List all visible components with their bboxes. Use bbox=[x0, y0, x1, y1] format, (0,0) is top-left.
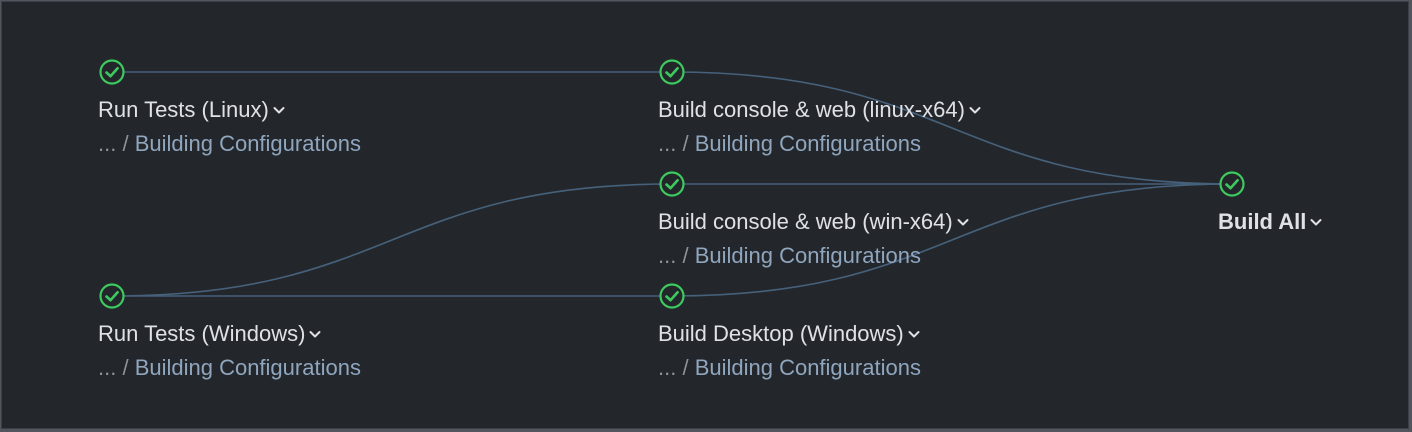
breadcrumb-link-building-configurations[interactable]: Building Configurations bbox=[694, 131, 921, 156]
edge-run-tests-windows-to-build-console-web-win bbox=[111, 183, 673, 297]
success-check-icon[interactable] bbox=[1219, 171, 1245, 197]
chevron-down-icon[interactable] bbox=[907, 327, 921, 341]
breadcrumb-prefix: ... / bbox=[98, 131, 135, 156]
chevron-down-icon[interactable] bbox=[968, 103, 982, 117]
breadcrumb-prefix: ... / bbox=[98, 355, 135, 380]
node-title-label: Run Tests (Linux) bbox=[98, 97, 269, 122]
edge-build-desktop-windows-to-build-all bbox=[671, 183, 1233, 297]
node-breadcrumb: ... / Building Configurations bbox=[658, 131, 921, 157]
node-title-label: Run Tests (Windows) bbox=[98, 321, 306, 346]
breadcrumb-prefix: ... / bbox=[658, 355, 695, 380]
success-check-icon[interactable] bbox=[99, 283, 125, 309]
node-title[interactable]: Build console & web (win-x64) bbox=[658, 209, 970, 235]
chevron-down-icon[interactable] bbox=[1309, 215, 1323, 229]
breadcrumb-prefix: ... / bbox=[658, 131, 695, 156]
node-title[interactable]: Run Tests (Windows) bbox=[98, 321, 322, 347]
node-title-label: Build All bbox=[1218, 209, 1307, 234]
breadcrumb-link-building-configurations[interactable]: Building Configurations bbox=[134, 355, 361, 380]
success-check-icon[interactable] bbox=[659, 171, 685, 197]
node-title-label: Build console & web (linux-x64) bbox=[658, 97, 965, 122]
node-title[interactable]: Build Desktop (Windows) bbox=[658, 321, 921, 347]
breadcrumb-link-building-configurations[interactable]: Building Configurations bbox=[134, 131, 361, 156]
node-title[interactable]: Run Tests (Linux) bbox=[98, 97, 286, 123]
node-title[interactable]: Build console & web (linux-x64) bbox=[658, 97, 982, 123]
node-breadcrumb: ... / Building Configurations bbox=[98, 355, 361, 381]
success-check-icon[interactable] bbox=[99, 59, 125, 85]
chevron-down-icon[interactable] bbox=[956, 215, 970, 229]
node-title[interactable]: Build All bbox=[1218, 209, 1323, 235]
node-title-label: Build console & web (win-x64) bbox=[658, 209, 953, 234]
success-check-icon[interactable] bbox=[659, 59, 685, 85]
node-breadcrumb: ... / Building Configurations bbox=[98, 131, 361, 157]
node-breadcrumb: ... / Building Configurations bbox=[658, 355, 921, 381]
edge-build-console-web-linux-to-build-all bbox=[671, 71, 1233, 185]
success-check-icon[interactable] bbox=[659, 283, 685, 309]
chevron-down-icon[interactable] bbox=[272, 103, 286, 117]
node-title-label: Build Desktop (Windows) bbox=[658, 321, 904, 346]
breadcrumb-link-building-configurations[interactable]: Building Configurations bbox=[694, 243, 921, 268]
breadcrumb-link-building-configurations[interactable]: Building Configurations bbox=[694, 355, 921, 380]
breadcrumb-prefix: ... / bbox=[658, 243, 695, 268]
node-breadcrumb: ... / Building Configurations bbox=[658, 243, 921, 269]
chevron-down-icon[interactable] bbox=[308, 327, 322, 341]
